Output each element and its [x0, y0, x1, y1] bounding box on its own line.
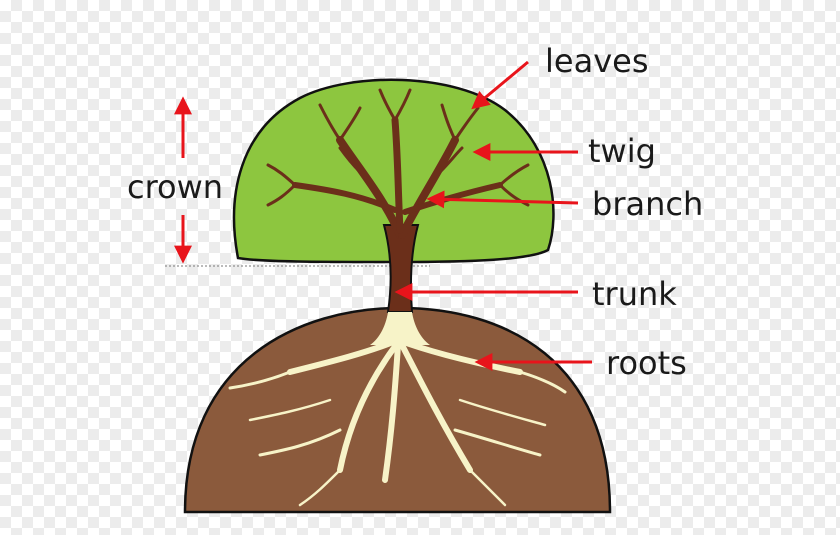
branches — [292, 116, 503, 239]
label-roots: roots — [606, 344, 687, 382]
label-twig: twig — [588, 132, 656, 170]
label-crown: crown — [127, 168, 223, 206]
branch-arrow — [426, 190, 579, 209]
twigs — [266, 88, 530, 207]
label-trunk: trunk — [592, 275, 677, 313]
trunk-base — [370, 312, 430, 345]
leaves-arrow — [471, 60, 529, 110]
label-branch: branch — [592, 185, 703, 223]
canopy-leaves — [232, 78, 555, 264]
label-leaves: leaves — [545, 42, 648, 80]
root-system — [228, 337, 567, 507]
